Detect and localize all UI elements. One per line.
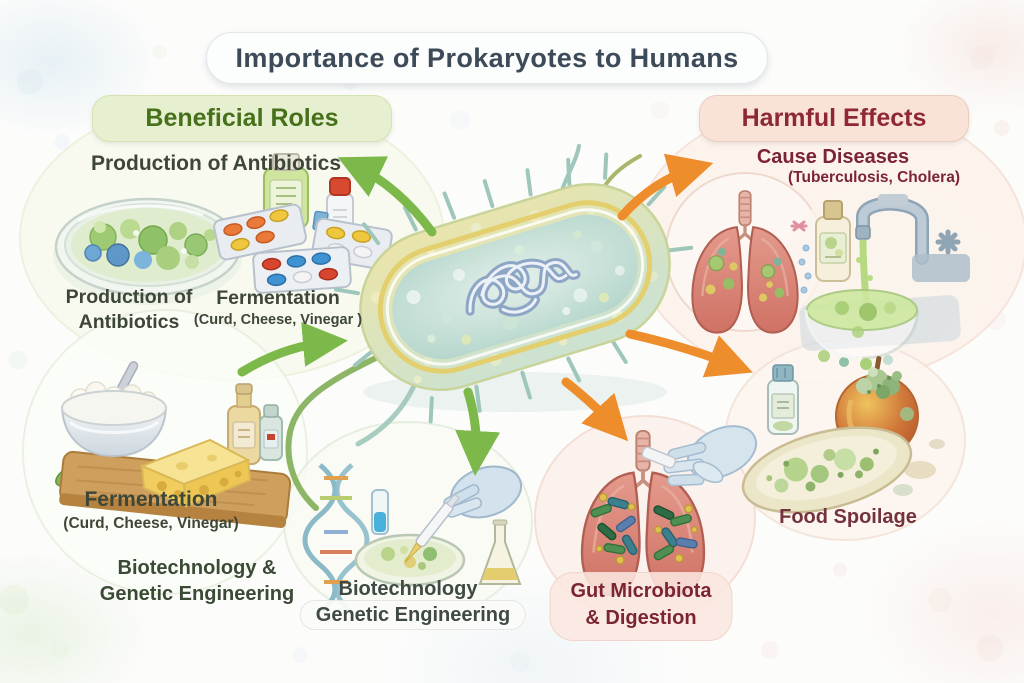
antibiotic-pills-illustration <box>213 153 393 294</box>
antibiotics-caption: Production of Antibiotics <box>65 286 193 333</box>
spoiled-food-illustration <box>741 356 945 514</box>
page-title: Importance of Prokaryotes to Humans <box>206 32 768 84</box>
arrow-to-gut <box>561 377 629 442</box>
contaminated-water-illustration <box>790 194 970 370</box>
gut-microbiota-label: Gut Microbiota & Digestion <box>549 572 733 641</box>
arrow-from-fermentation <box>237 321 348 377</box>
arrow-to-antibiotics <box>337 156 437 237</box>
pink-microbe <box>790 220 808 232</box>
fermentation-foods-illustration <box>55 361 292 528</box>
bacterium-illustration <box>285 144 694 511</box>
microbe-trail <box>798 244 812 294</box>
harmful-header-text: Harmful Effects <box>741 104 927 132</box>
cytoplasm-speckles <box>406 230 625 345</box>
arrow-to-biotech <box>455 387 501 476</box>
antibiotics-heading: Production of Antibiotics <box>90 152 342 175</box>
genetic-engineering-label: Genetic Engineering <box>299 600 527 630</box>
gloved-hand <box>641 425 758 487</box>
diseased-lungs-illustration <box>690 189 800 335</box>
fermentation-top-label: Fermentation (Curd, Cheese, Vinegar ) <box>193 287 363 328</box>
nucleoid-dna <box>465 258 581 317</box>
microbe-cocci <box>595 493 698 565</box>
gut-microbiota-illustration <box>580 425 758 597</box>
cause-diseases-label: Cause Diseases <box>756 146 910 168</box>
water-bowl <box>804 289 920 370</box>
beneficial-header-text: Beneficial Roles <box>145 104 339 132</box>
moldy-bread <box>741 426 913 514</box>
biotech-center-label: Biotechnology <box>338 578 478 600</box>
petri-dish-illustration <box>53 197 243 305</box>
cholera-bottle <box>815 200 851 282</box>
pili <box>333 152 694 424</box>
food-spoilage-label: Food Spoilage <box>779 506 917 528</box>
arrow-to-diseases <box>617 153 714 221</box>
page-title-text: Importance of Prokaryotes to Humans <box>235 42 739 73</box>
fermentation-bottom-label: Fermentation (Curd, Cheese, Vinegar) <box>63 488 239 532</box>
harmful-effects-header: Harmful Effects <box>699 95 969 142</box>
cause-diseases-sublabel: (Tuberculosis, Cholera) <box>788 169 960 186</box>
diagram-arrows <box>237 153 753 476</box>
arrow-to-spoilage <box>625 329 753 378</box>
spoiled-jar <box>767 364 799 435</box>
beneficial-roles-header: Beneficial Roles <box>92 95 392 142</box>
biotech-caption: Biotechnology & Genetic Engineering <box>99 557 295 605</box>
microbe-rods <box>590 496 698 561</box>
